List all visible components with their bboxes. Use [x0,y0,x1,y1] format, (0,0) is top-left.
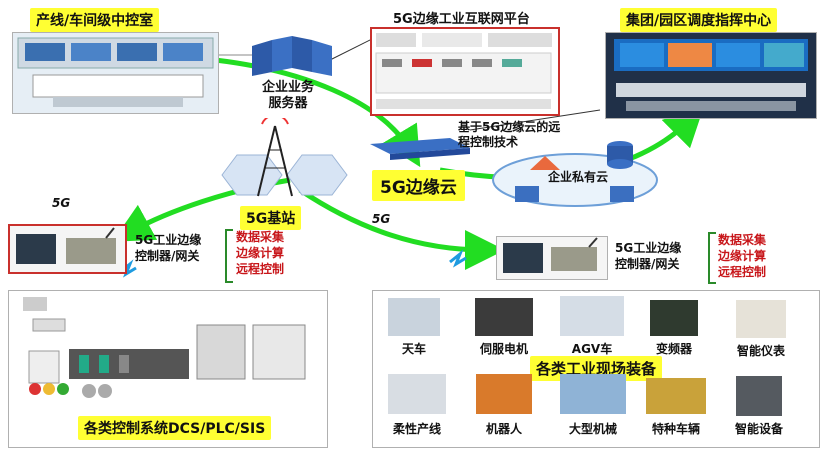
platform-screenshot [370,27,560,116]
equipment-image-9 [646,378,706,414]
equipment-label-4: 变频器 [645,340,703,357]
dispatch-center-image [605,32,817,119]
base-station-tower-icon [250,118,300,202]
equipment-image-5 [736,300,786,338]
equipment-label-5: 智能仪表 [728,342,794,359]
server-rack-icon [252,36,332,80]
equipment-image-10 [736,376,782,416]
remote-tech-label: 基于5G边缘云的远 程控制技术 [458,120,560,150]
equipment-label-9: 特种车辆 [640,420,712,437]
left-gateway-image [8,224,127,274]
dispatch-center-label: 集团/园区调度指挥中心 [620,8,777,32]
right-functions: 数据采集 边缘计算 远程控制 [718,232,766,280]
control-room-image [12,32,219,114]
platform-title: 5G边缘工业互联网平台 [393,8,530,27]
fiveg-icon-2: 5G [372,212,390,226]
equipment-label-3: AGV车 [560,340,624,357]
equipment-label-2: 伺服电机 [470,340,538,357]
left-function-2: 边缘计算 [236,245,284,261]
equipment-label-10: 智能设备 [724,420,794,437]
right-gateway-label: 5G工业边缘 控制器/网关 [615,240,681,272]
equipment-label-1: 天车 [388,340,440,357]
biz-server-label: 企业业务 服务器 [262,80,314,112]
control-room-label: 产线/车间级中控室 [30,8,159,32]
left-functions: 数据采集 边缘计算 远程控制 [236,229,284,277]
equipment-image-3 [560,296,624,336]
equipment-image-6 [388,374,446,414]
fiveg-icon-1: 5G [52,196,70,210]
equipment-label-8: 大型机械 [556,420,630,437]
right-gateway-image [496,236,608,280]
private-cloud-label: 企业私有云 [548,168,608,185]
base-station-label: 5G基站 [240,206,301,230]
left-bracket [225,229,233,283]
right-function-3: 远程控制 [718,264,766,280]
equipment-image-2 [475,298,533,336]
equipment-image-8 [560,374,626,414]
left-function-3: 远程控制 [236,261,284,277]
control-systems-label: 各类控制系统DCS/PLC/SIS [78,416,271,440]
equipment-image-1 [388,298,440,336]
edge-cloud-label: 5G边缘云 [372,170,465,201]
right-bracket [708,232,716,284]
right-function-2: 边缘计算 [718,248,766,264]
equipment-image-7 [476,374,532,414]
right-function-1: 数据采集 [718,232,766,248]
equipment-label-6: 柔性产线 [384,420,450,437]
control-room-desk [13,33,218,113]
equipment-image-4 [650,300,698,336]
left-function-1: 数据采集 [236,229,284,245]
database-icon [606,140,634,174]
left-gateway-label: 5G工业边缘 控制器/网关 [135,232,201,264]
equipment-label-7: 机器人 [470,420,538,437]
router-icon [370,138,470,164]
